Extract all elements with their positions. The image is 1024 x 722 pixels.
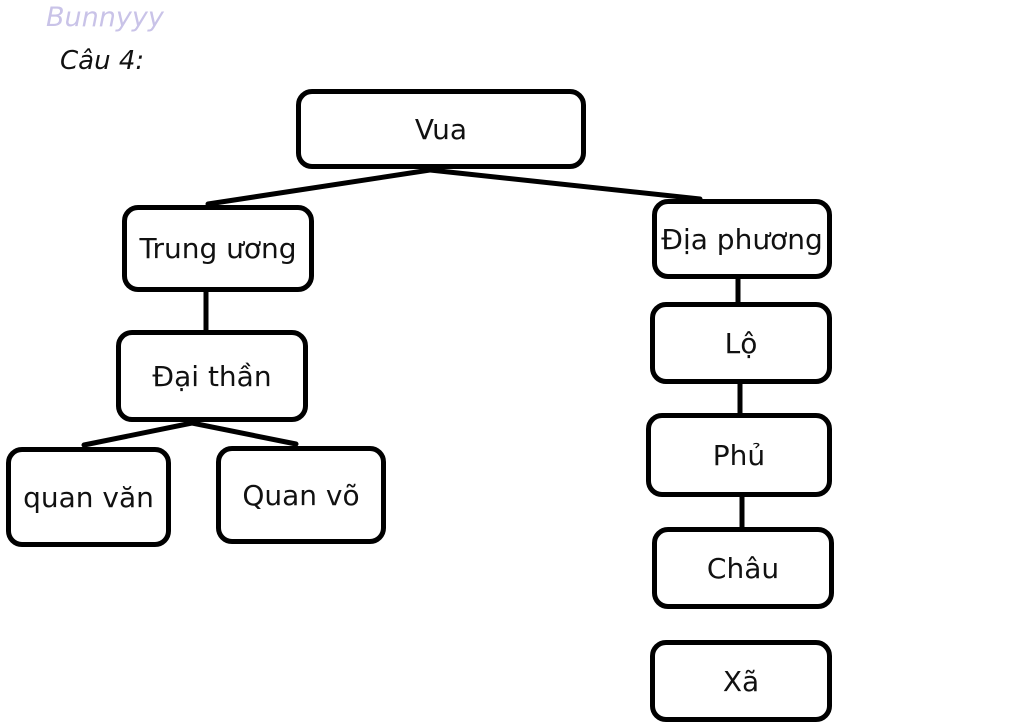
node-chau: Châu [652,527,834,609]
node-quan-vo: Quan võ [216,446,386,544]
connector-ministers-civil [81,420,195,448]
node-lo: Lộ [650,302,832,384]
node-dia-phuong: Địa phương [652,199,832,279]
connector-root-central [205,167,433,207]
node-dai-than: Đại thần [116,330,308,422]
connector-root-local [427,167,703,202]
connector-ministers-military [189,420,299,447]
node-phu: Phủ [646,413,832,497]
watermark-text: Bunnyyy [46,2,164,33]
node-quan-van: quan văn [6,447,171,547]
node-vua: Vua [296,89,586,169]
node-xa: Xã [650,640,832,722]
node-trung-uong: Trung ương [122,205,314,292]
question-label: Câu 4: [60,46,145,76]
